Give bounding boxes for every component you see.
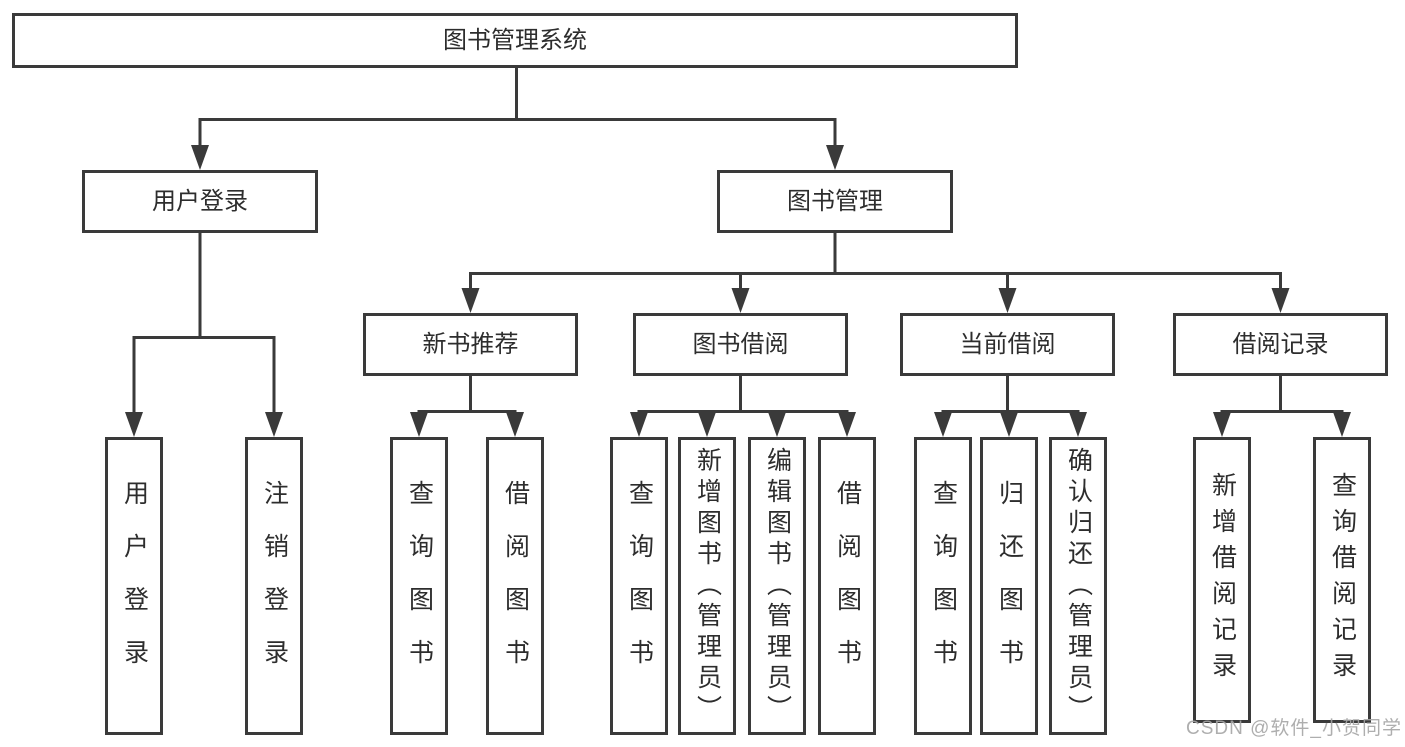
- leaf-borrow-books-2: 借阅图书: [818, 437, 876, 735]
- arrow-down-icon: [191, 145, 209, 170]
- arrow-down-icon: [265, 412, 283, 437]
- arrow-down-icon: [1000, 412, 1018, 437]
- arrow-down-icon: [630, 412, 648, 437]
- leaf-user-login: 用户登录: [105, 437, 163, 735]
- arrow-down-icon: [1333, 412, 1351, 437]
- leaf-borrow-books-1: 借阅图书: [486, 437, 544, 735]
- node-root: 图书管理系统: [12, 13, 1018, 68]
- leaf-logout: 注销登录: [245, 437, 303, 735]
- leaf-edit-book-admin: 编辑图书（管理员）: [748, 437, 806, 735]
- arrow-down-icon: [838, 412, 856, 437]
- arrow-down-icon: [934, 412, 952, 437]
- csdn-watermark: CSDN @软件_小贺同学: [1186, 718, 1402, 739]
- leaf-query-books-1: 查询图书: [390, 437, 448, 735]
- node-user-login: 用户登录: [82, 170, 318, 233]
- arrow-down-icon: [698, 412, 716, 437]
- node-new-books: 新书推荐: [363, 313, 578, 376]
- node-book-mgmt: 图书管理: [717, 170, 953, 233]
- node-borrow-records: 借阅记录: [1173, 313, 1388, 376]
- arrow-down-icon: [125, 412, 143, 437]
- arrow-down-icon: [768, 412, 786, 437]
- arrow-down-icon: [410, 412, 428, 437]
- arrow-down-icon: [826, 145, 844, 170]
- arrow-down-icon: [1271, 288, 1290, 313]
- node-current-borrow: 当前借阅: [900, 313, 1115, 376]
- arrow-down-icon: [506, 412, 524, 437]
- node-book-borrow: 图书借阅: [633, 313, 848, 376]
- arrow-down-icon: [1069, 412, 1087, 437]
- leaf-query-borrow-record: 查询借阅记录: [1313, 437, 1371, 723]
- arrow-down-icon: [1213, 412, 1231, 437]
- arrow-down-icon: [998, 288, 1017, 313]
- leaf-return-book: 归还图书: [980, 437, 1038, 735]
- arrow-down-icon: [731, 288, 750, 313]
- leaf-query-books-3: 查询图书: [914, 437, 972, 735]
- leaf-add-borrow-record: 新增借阅记录: [1193, 437, 1251, 723]
- arrow-down-icon: [461, 288, 480, 313]
- leaf-add-book-admin: 新增图书（管理员）: [678, 437, 736, 735]
- leaf-confirm-return-admin: 确认归还（管理员）: [1049, 437, 1107, 735]
- leaf-query-books-2: 查询图书: [610, 437, 668, 735]
